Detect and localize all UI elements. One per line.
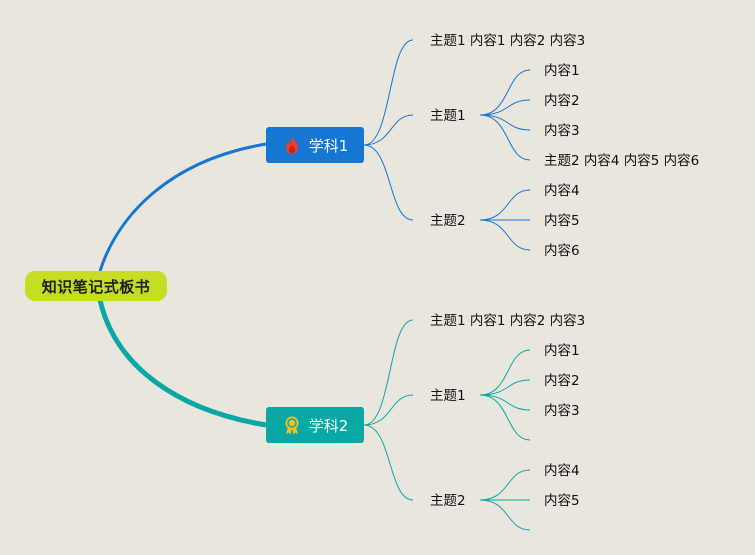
main-node-label: 学科1 xyxy=(308,136,349,155)
root-node[interactable]: 知识笔记式板书 xyxy=(25,271,167,301)
branch-1-links xyxy=(363,39,531,251)
main-node-label: 学科2 xyxy=(308,416,349,435)
branch-2-topic-1-item[interactable]: 内容2 xyxy=(544,373,580,389)
branch-1-topic-1-item[interactable]: 主题2 内容4 内容5 内容6 xyxy=(544,153,700,169)
branch-1-topic-1-item[interactable]: 内容1 xyxy=(544,63,580,79)
branch-1-topic-1-item[interactable]: 内容2 xyxy=(544,93,580,109)
branch-2-links xyxy=(363,319,531,531)
branch-2-header-topic[interactable]: 主题1 内容1 内容2 内容3 xyxy=(430,313,586,329)
branch-1-topic-2[interactable]: 主题2 xyxy=(430,213,466,229)
branch-2-topic-2[interactable]: 主题2 xyxy=(430,493,466,509)
branch-2-topic-1[interactable]: 主题1 xyxy=(430,388,466,404)
branch-1-topic-1[interactable]: 主题1 xyxy=(430,108,466,124)
fire-icon xyxy=(282,135,302,155)
main-node-branch-2[interactable]: 学科2 xyxy=(266,407,364,443)
root-link-branch-2 xyxy=(97,299,267,428)
root-link-branch-1 xyxy=(98,142,267,272)
branch-1-header-topic[interactable]: 主题1 内容1 内容2 内容3 xyxy=(430,33,586,49)
branch-2-topic-1-item[interactable]: 内容3 xyxy=(544,403,580,419)
branch-1-topic-2-item[interactable]: 内容5 xyxy=(544,213,580,229)
branch-2-topic-2-item[interactable]: 内容5 xyxy=(544,493,580,509)
award-ribbon-icon xyxy=(282,415,302,435)
branch-2-topic-1-item[interactable]: 内容1 xyxy=(544,343,580,359)
branch-1-topic-1-item[interactable]: 内容3 xyxy=(544,123,580,139)
branch-1-topic-2-item[interactable]: 内容4 xyxy=(544,183,580,199)
branch-1-topic-2-item[interactable]: 内容6 xyxy=(544,243,580,259)
main-node-branch-1[interactable]: 学科1 xyxy=(266,127,364,163)
branch-2-topic-2-item[interactable]: 内容4 xyxy=(544,463,580,479)
